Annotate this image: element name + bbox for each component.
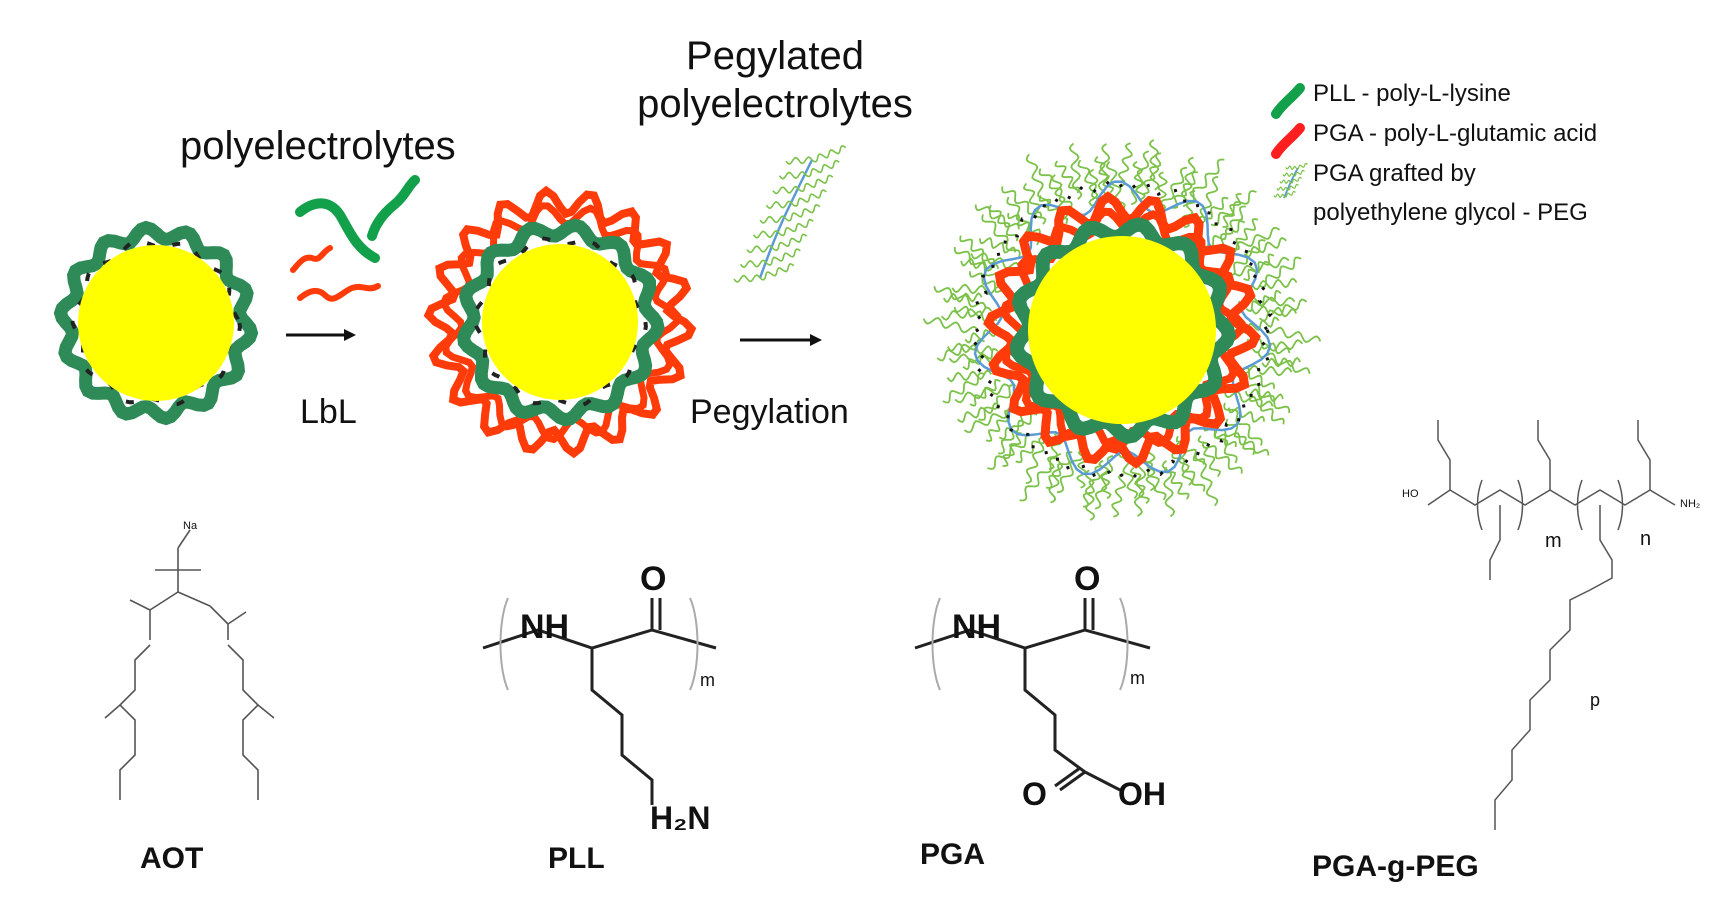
- pegylated-polyelectrolyte-sample: [733, 145, 847, 283]
- pll-structure: [482, 597, 717, 805]
- aot-structure: [104, 529, 275, 800]
- pll-nh-label: NH: [520, 608, 570, 646]
- caption-aot: AOT: [140, 842, 204, 875]
- pga-nh-label: NH: [952, 608, 1002, 646]
- label-lbl: LbL: [300, 393, 357, 431]
- label-pegylated-line2: polyelectrolytes: [637, 82, 913, 126]
- particle-pegylated: [922, 139, 1322, 521]
- pll-o-label: O: [640, 560, 667, 598]
- pga-outer-layer: [423, 185, 697, 459]
- nanoparticle-core: [1028, 236, 1216, 424]
- peg-nh2-label: NH₂: [1680, 498, 1701, 510]
- pga-outer-layer: [983, 191, 1261, 469]
- pll-h2n-label: H₂N: [650, 800, 711, 836]
- pga-structure: [914, 597, 1151, 792]
- peg-p-label: p: [1590, 690, 1601, 710]
- particle-pll-pga-coated: [423, 185, 697, 459]
- aot-layer: [70, 239, 242, 407]
- peg-ho-label-1: HO: [1402, 488, 1419, 500]
- legend-pll: PLL - poly-L-lysine: [1313, 80, 1511, 107]
- caption-pga-g-peg: PGA-g-PEG: [1312, 850, 1479, 883]
- free-polyelectrolytes: [290, 175, 420, 302]
- pga-o-acid-label: O: [1022, 776, 1047, 812]
- legend-swatch-pll: [1271, 83, 1305, 119]
- arrow-pegylation: [740, 334, 822, 346]
- peg-n-label: n: [1640, 528, 1652, 550]
- charge-marks: [970, 178, 1274, 482]
- nanoparticle-core: [482, 244, 638, 400]
- arrow-lbl: [286, 329, 356, 341]
- particle-pll-coated: [53, 220, 259, 426]
- label-pegylated-polyelectrolytes: Pegylated polyelectrolytes: [605, 32, 945, 128]
- legend-swatch-pga: [1271, 123, 1305, 159]
- nanoparticle-core: [78, 245, 234, 401]
- legend-swatch-peg: [1273, 162, 1308, 199]
- pll-layer: [1009, 217, 1237, 444]
- pga-oh-label: OH: [1118, 776, 1166, 812]
- pga-o-label: O: [1074, 560, 1101, 598]
- label-polyelectrolytes: polyelectrolytes: [180, 124, 456, 168]
- legend-peg-line1: PGA grafted by: [1313, 160, 1476, 187]
- pll-layer: [457, 218, 665, 427]
- pga-g-peg-structure: [1427, 420, 1676, 830]
- legend-peg: PGA grafted by polyethylene glycol - PEG: [1313, 160, 1588, 228]
- aot-na-label: Na: [183, 520, 198, 532]
- legend-peg-line2: polyethylene glycol - PEG: [1313, 198, 1588, 226]
- pll-m-label: m: [700, 670, 715, 690]
- pga-m-label: m: [1130, 668, 1145, 688]
- caption-pll: PLL: [548, 842, 605, 875]
- caption-pga: PGA: [920, 838, 986, 871]
- label-pegylated-line1: Pegylated: [686, 34, 864, 78]
- legend-pga: PGA - poly-L-glutamic acid: [1313, 120, 1598, 147]
- label-pegylation: Pegylation: [690, 393, 849, 431]
- peg-m-label: m: [1545, 530, 1562, 552]
- pll-layer: [53, 220, 259, 426]
